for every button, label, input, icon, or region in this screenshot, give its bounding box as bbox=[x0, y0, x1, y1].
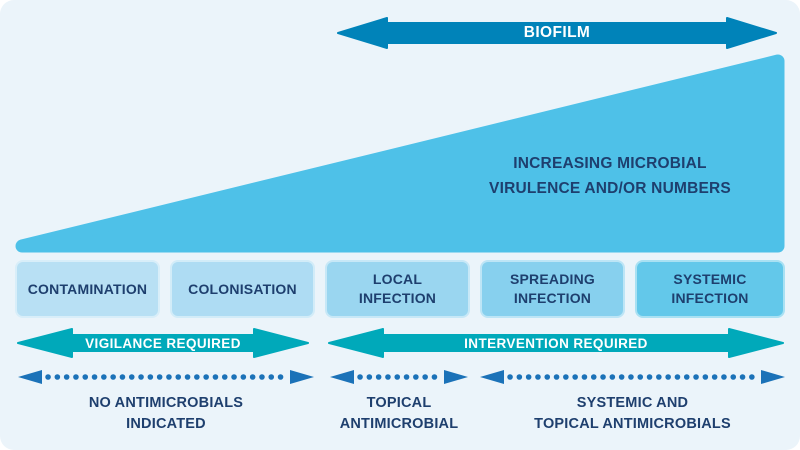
systemic-arrow-left-head bbox=[480, 370, 504, 384]
biofilm-arrow bbox=[337, 17, 777, 49]
treatment-label-systemic-topical: SYSTEMIC AND TOPICAL ANTIMICROBIALS bbox=[534, 395, 731, 432]
no-antimicrobials-arrow bbox=[18, 370, 314, 384]
stage-box-spreading-infection: SPREADING INFECTION bbox=[480, 260, 625, 318]
triangle-label: INCREASING MICROBIAL VIRULENCE AND/OR NU… bbox=[489, 155, 731, 197]
systemic-arrow-right-head bbox=[761, 370, 785, 384]
biofilm-label: BIOFILM bbox=[523, 24, 591, 41]
topical-arrow-right-head bbox=[444, 370, 468, 384]
biofilm-arrow-shape bbox=[337, 17, 777, 49]
virulence-triangle bbox=[15, 54, 785, 253]
intervention-label: INTERVENTION REQUIRED bbox=[464, 335, 648, 351]
treatment-label-topical: TOPICAL ANTIMICROBIAL bbox=[339, 395, 459, 432]
stage-box-colonisation: COLONISATION bbox=[170, 260, 315, 318]
vigilance-arrow bbox=[17, 328, 309, 358]
stage-box-systemic-infection: SYSTEMIC INFECTION bbox=[635, 260, 785, 318]
topical-antimicrobial-arrow bbox=[330, 370, 468, 384]
stage-box-contamination: CONTAMINATION bbox=[15, 260, 160, 318]
topical-arrow-left-head bbox=[330, 370, 354, 384]
no-antimicrobials-arrow-right-head bbox=[290, 370, 314, 384]
treatment-label-no-antimicrobials: NO ANTIMICROBIALS INDICATED bbox=[88, 395, 244, 432]
no-antimicrobials-arrow-left-head bbox=[18, 370, 42, 384]
intervention-arrow bbox=[328, 328, 784, 358]
vigilance-label: VIGILANCE REQUIRED bbox=[85, 335, 241, 351]
stage-box-local-infection: LOCAL INFECTION bbox=[325, 260, 470, 318]
vigilance-arrow-shape bbox=[17, 328, 309, 358]
intervention-arrow-shape bbox=[328, 328, 784, 358]
systemic-topical-arrow bbox=[480, 370, 785, 384]
virulence-triangle-shape bbox=[15, 54, 785, 253]
